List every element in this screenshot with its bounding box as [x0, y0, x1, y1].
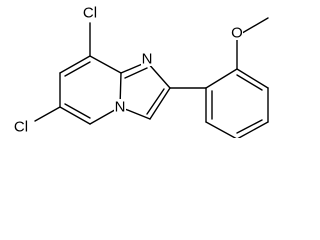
bond-ph4-ph5-inner [236, 119, 263, 134]
atom-cl8: Cl [79, 4, 101, 22]
bond-ph1-ph2 [205, 68, 238, 89]
chemical-structure: Cl Cl N N O [10, 4, 269, 138]
atom-n-bridgehead: N [114, 99, 126, 116]
bond-n1-c2 [146, 61, 171, 89]
bond-c8a-n1-inner [124, 67, 148, 79]
atom-n-imidazole: N [141, 51, 153, 68]
bond-c7-c8-inner [64, 61, 91, 77]
atom-label-n-imidazole: N [142, 51, 153, 68]
bond-ph4-ph5 [237, 121, 269, 138]
bond-c2-c3-inner [146, 88, 165, 115]
bond-ph2-ph3-inner [236, 74, 263, 91]
atom-label-cl8: Cl [83, 5, 97, 22]
bond-c5-c6-inner [64, 103, 91, 119]
bond-ph2-ph3 [236, 68, 269, 89]
atom-cl6: Cl [10, 118, 32, 136]
bond-c8-c8a [89, 55, 122, 74]
bond-c5-c6 [59, 106, 91, 125]
atom-label-o-methoxy: O [231, 25, 243, 42]
bond-c6-cl [34, 106, 61, 122]
atom-label-n-bridgehead: N [115, 99, 126, 116]
bond-c2-c3 [149, 87, 171, 120]
bond-c7-c8 [59, 55, 91, 74]
bond-ph5-ph6 [205, 121, 237, 138]
atom-label-cl6: Cl [14, 119, 28, 136]
atom-o-methoxy: O [231, 25, 243, 42]
